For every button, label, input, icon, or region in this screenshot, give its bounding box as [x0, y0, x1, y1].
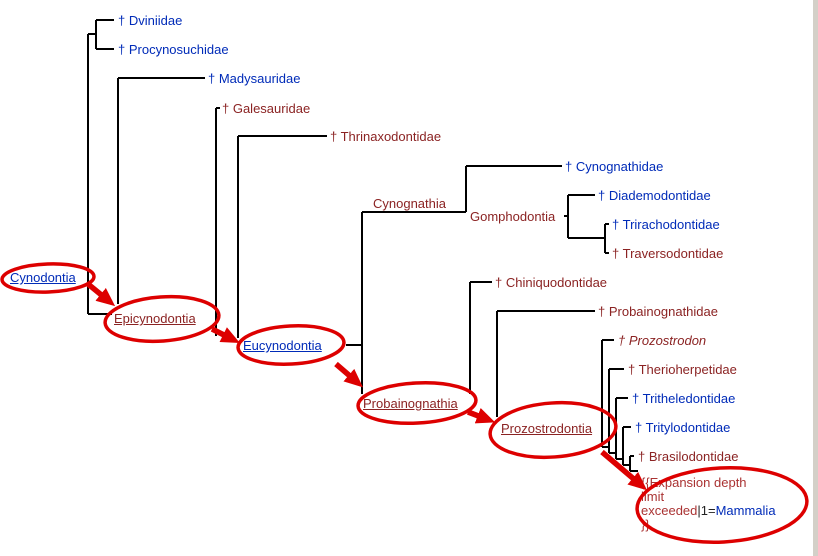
clade-prozostrodontia[interactable]: Prozostrodontia	[501, 421, 593, 436]
taxon-procynosuchidae[interactable]: † Procynosuchidae	[118, 42, 229, 57]
clade-cynodontia[interactable]: Cynodontia	[10, 270, 76, 285]
taxon-thrinaxodontidae[interactable]: † Thrinaxodontidae	[330, 129, 442, 144]
taxon-tritheledontidae[interactable]: † Tritheledontidae	[632, 391, 736, 406]
taxon-madysauridae[interactable]: † Madysauridae	[208, 71, 301, 86]
error-line-4: }}	[641, 517, 650, 532]
taxon-dviniidae[interactable]: † Dviniidae	[118, 13, 183, 28]
error-line-1: {{Expansion depth	[641, 475, 747, 490]
mammalia-link[interactable]: Mammalia	[715, 503, 776, 518]
taxon-chiniquodontidae[interactable]: † Chiniquodontidae	[495, 275, 608, 290]
window-right-edge	[813, 0, 818, 556]
taxon-diademodontidae[interactable]: † Diademodontidae	[598, 188, 711, 203]
taxon-trirachodontidae[interactable]: † Trirachodontidae	[612, 217, 720, 232]
taxon-probainognathidae[interactable]: † Probainognathidae	[598, 304, 718, 319]
error-line-3-word: exceeded	[641, 503, 698, 518]
taxon-traversodontidae[interactable]: † Traversodontidae	[612, 246, 724, 261]
error-line-3-param: |1=	[697, 503, 716, 518]
taxon-cynognathidae[interactable]: † Cynognathidae	[565, 159, 664, 174]
clade-epicynodontia[interactable]: Epicynodontia	[114, 311, 196, 326]
taxon-galesauridae[interactable]: † Galesauridae	[222, 101, 311, 116]
taxon-tritylodontidae[interactable]: † Tritylodontidae	[635, 420, 731, 435]
taxon-prozostrodon[interactable]: † Prozostrodon	[618, 333, 707, 348]
clade-gomphodontia[interactable]: Gomphodontia	[470, 209, 556, 224]
taxon-therioherpetidae[interactable]: † Therioherpetidae	[628, 362, 737, 377]
taxon-brasilodontidae[interactable]: † Brasilodontidae	[638, 449, 739, 464]
error-line-2: limit	[641, 489, 665, 504]
clade-probainognathia[interactable]: Probainognathia	[363, 396, 458, 411]
clade-cynognathia[interactable]: Cynognathia	[373, 196, 446, 211]
expansion-depth-error: {{Expansion depth limit exceeded|1=Mamma…	[641, 476, 776, 532]
clade-eucynodontia[interactable]: Eucynodontia	[243, 338, 322, 353]
